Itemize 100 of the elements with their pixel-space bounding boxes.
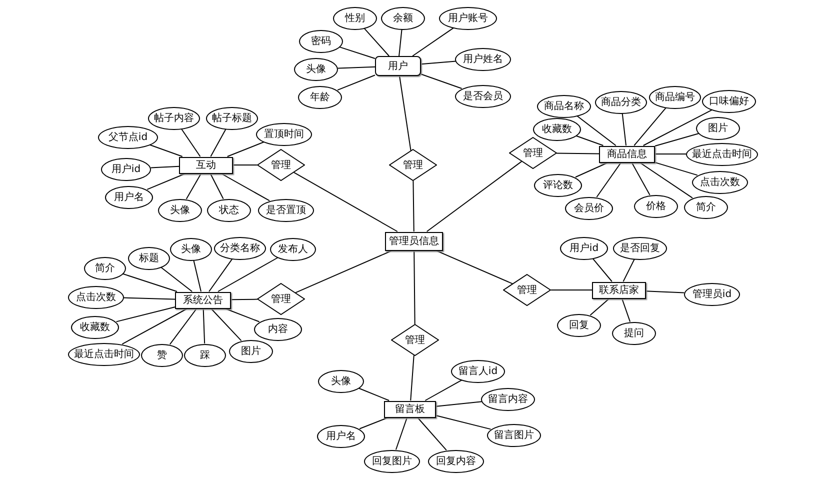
node-label: 简介 xyxy=(95,262,115,275)
node-label: 商品信息 xyxy=(607,148,647,161)
connector-line xyxy=(202,308,206,344)
node-label: 踩 xyxy=(200,349,210,362)
attribute-ellipse xyxy=(565,196,613,220)
relationship-diamond xyxy=(509,137,557,169)
attribute-ellipse xyxy=(487,424,541,446)
entity-box xyxy=(592,282,646,298)
node-label: 口味偏好 xyxy=(709,94,749,108)
relationship-diamond xyxy=(389,149,437,181)
attribute-ellipse xyxy=(101,158,151,180)
connector-line xyxy=(654,162,698,176)
node-label: 提问 xyxy=(624,327,644,340)
node-label: 性别 xyxy=(345,12,365,25)
node-label: 是否回复 xyxy=(620,242,660,255)
connector-line xyxy=(337,74,376,91)
node-label: 管理 xyxy=(523,147,543,160)
connector-line xyxy=(414,250,416,325)
node-label: 价格 xyxy=(646,200,666,213)
node-label: 发布人 xyxy=(278,243,308,256)
node-label: 点击次数 xyxy=(76,290,116,304)
node-label: 父节点id xyxy=(108,130,148,144)
node-label: 管理 xyxy=(403,159,423,172)
attribute-ellipse xyxy=(537,94,591,118)
attribute-ellipse xyxy=(381,6,425,30)
connector-line xyxy=(412,180,414,232)
node-label: 互动 xyxy=(196,159,216,172)
connector-line xyxy=(232,164,258,166)
attribute-ellipse xyxy=(451,360,505,382)
node-label: 标题 xyxy=(139,252,159,265)
connector-line xyxy=(122,273,178,292)
node-label: 管理 xyxy=(517,284,537,297)
connector-line xyxy=(226,142,264,157)
attribute-ellipse xyxy=(481,388,535,410)
connector-line xyxy=(399,76,412,151)
attribute-ellipse xyxy=(455,84,511,108)
node-label: 管理 xyxy=(271,293,291,306)
connector-line xyxy=(398,28,402,56)
node-label: 商品名称 xyxy=(544,100,584,113)
connector-line xyxy=(654,133,700,146)
attribute-ellipse xyxy=(612,322,656,344)
node-label: 联系店家 xyxy=(599,284,639,297)
node-label: 留言板 xyxy=(395,402,425,416)
node-label: 商品编号 xyxy=(655,90,695,104)
node-label: 回复 xyxy=(569,319,589,332)
connector-line xyxy=(420,74,462,89)
node-label: 内容 xyxy=(268,322,288,336)
connector-line xyxy=(150,166,180,168)
node-label: 管理员信息 xyxy=(389,234,439,248)
attribute-ellipse xyxy=(613,236,667,260)
connector-line xyxy=(424,380,462,401)
node-label: 简介 xyxy=(696,201,716,214)
node-label: 余额 xyxy=(393,12,413,25)
connector-line xyxy=(631,162,650,196)
node-label: 收藏数 xyxy=(542,122,572,136)
node-label: 状态 xyxy=(219,204,239,217)
node-label: 用户名 xyxy=(326,430,356,443)
attribute-ellipse xyxy=(702,90,756,112)
attribute-ellipse xyxy=(649,86,701,108)
attribute-ellipse xyxy=(256,122,312,146)
attribute-ellipse xyxy=(158,198,202,222)
connector-line xyxy=(596,162,622,198)
node-label: 留言内容 xyxy=(488,392,528,406)
node-label: 赞 xyxy=(157,349,167,362)
connector-line xyxy=(435,250,513,284)
attribute-ellipse xyxy=(207,198,251,222)
node-label: 图片 xyxy=(241,344,261,358)
connector-line xyxy=(436,401,482,407)
relationship-diamond xyxy=(503,274,551,306)
connector-line xyxy=(436,415,492,430)
node-label: 用户id xyxy=(111,162,141,176)
node-label: 回复内容 xyxy=(436,454,476,468)
connector-line xyxy=(293,172,398,232)
connector-line xyxy=(634,107,666,146)
connector-line xyxy=(160,266,193,292)
connector-line xyxy=(622,258,635,282)
connector-line xyxy=(646,290,685,294)
node-label: 评论数 xyxy=(543,179,573,192)
attribute-ellipse xyxy=(684,196,728,218)
entity-box xyxy=(175,292,231,308)
node-label: 用户名 xyxy=(114,190,144,204)
connector-line xyxy=(639,162,693,198)
entity-box xyxy=(375,56,421,76)
node-label: 密码 xyxy=(311,34,331,48)
connector-line xyxy=(576,116,616,146)
relationship-diamond xyxy=(257,283,305,315)
attribute-ellipse xyxy=(254,318,302,340)
attribute-ellipse xyxy=(98,126,158,148)
attribute-ellipse xyxy=(692,170,748,194)
attribute-ellipse xyxy=(560,236,608,260)
node-label: 年龄 xyxy=(310,90,330,104)
connector-line xyxy=(186,173,202,200)
attribute-ellipse xyxy=(141,344,183,366)
connector-line xyxy=(193,260,202,292)
attribute-ellipse xyxy=(270,238,316,260)
connector-line xyxy=(295,250,393,294)
connector-line xyxy=(116,306,176,322)
entity-box xyxy=(179,156,233,174)
node-label: 收藏数 xyxy=(80,320,110,334)
attribute-ellipse xyxy=(533,118,581,140)
